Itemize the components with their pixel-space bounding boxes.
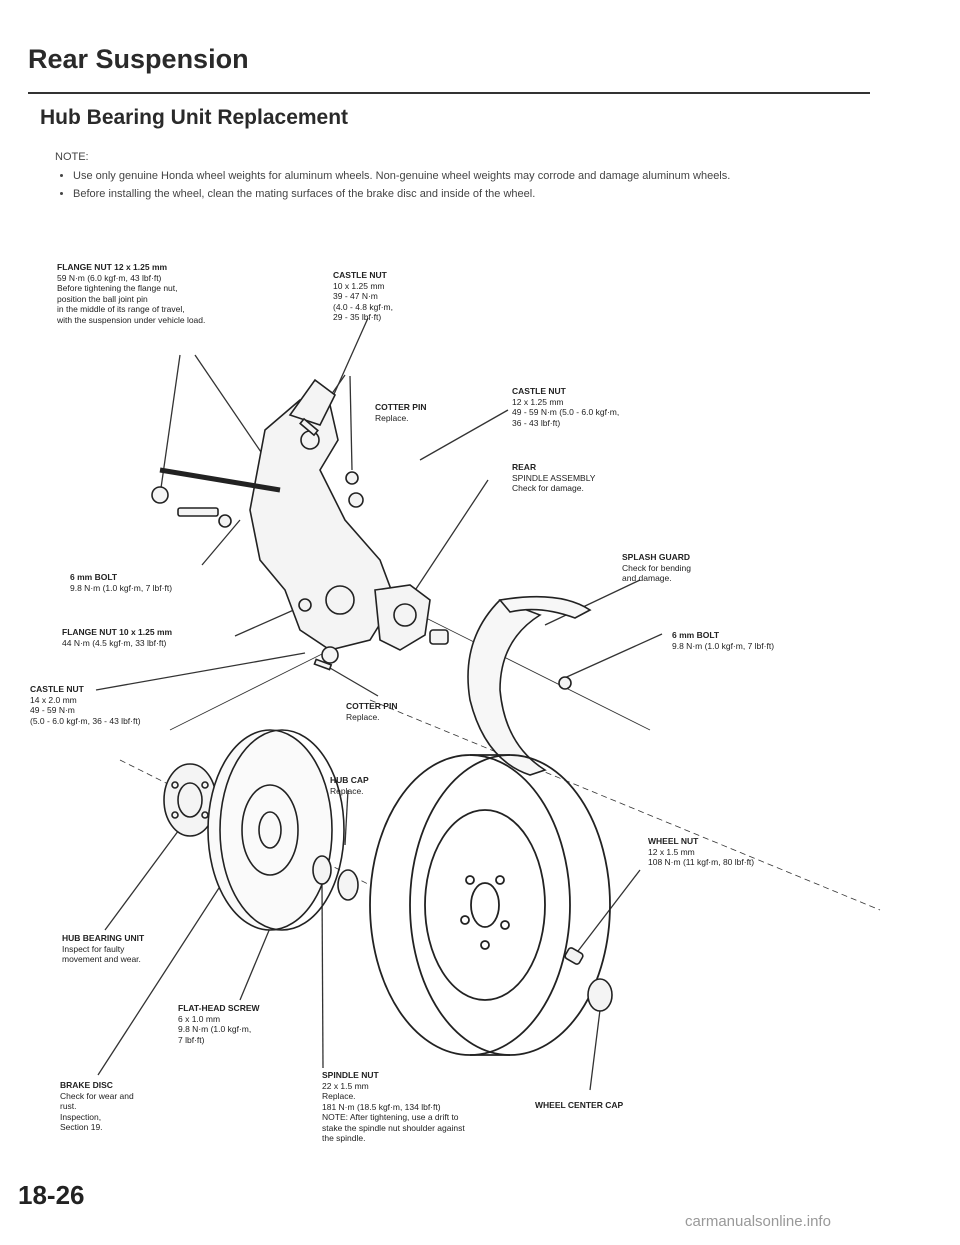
section-title: Rear Suspension: [28, 44, 249, 74]
label-flange-nut-10: FLANGE NUT 10 x 1.25 mm 44 N·m (4.5 kgf·…: [62, 627, 173, 648]
label-bolt-6-left: 6 mm BOLT 9.8 N·m (1.0 kgf·m, 7 lbf·ft): [70, 572, 173, 593]
label-castle-nut-14: CASTLE NUT 14 x 2.0 mm 49 - 59 N·m (5.0 …: [30, 684, 141, 726]
label-spindle-nut: SPINDLE NUT 22 x 1.5 mm Replace. 181 N·m…: [322, 1070, 465, 1143]
label-hub-cap: HUB CAP Replace.: [330, 775, 369, 796]
label-splash-guard: SPLASH GUARD Check for bending and damag…: [622, 552, 691, 583]
note-item: Use only genuine Honda wheel weights for…: [73, 169, 855, 184]
section-divider: [28, 92, 870, 94]
note-block: NOTE: Use only genuine Honda wheel weigh…: [55, 150, 855, 205]
label-hub-bearing-unit: HUB BEARING UNIT Inspect for faulty move…: [62, 933, 145, 964]
page-title: Hub Bearing Unit Replacement: [40, 106, 349, 129]
page-number: 18-26: [18, 1180, 85, 1210]
label-spindle-assembly: REAR SPINDLE ASSEMBLY Check for damage.: [512, 462, 596, 493]
label-castle-nut-12: CASTLE NUT 12 x 1.25 mm 49 - 59 N·m (5.0…: [512, 386, 620, 428]
label-wheel-center-cap: WHEEL CENTER CAP: [535, 1100, 624, 1110]
note-item: Before installing the wheel, clean the m…: [73, 187, 855, 202]
label-cotter-pin-2: COTTER PIN Replace.: [346, 701, 398, 722]
label-bolt-6-right: 6 mm BOLT 9.8 N·m (1.0 kgf·m, 7 lbf·ft): [672, 630, 775, 651]
note-heading: NOTE:: [55, 151, 89, 163]
label-wheel-nut: WHEEL NUT 12 x 1.5 mm 108 N·m (11 kgf·m,…: [648, 836, 755, 867]
label-flat-head-screw: FLAT-HEAD SCREW 6 x 1.0 mm 9.8 N·m (1.0 …: [178, 1003, 260, 1045]
label-cotter-pin-1: COTTER PIN Replace.: [375, 402, 427, 423]
label-flange-nut-12: FLANGE NUT 12 x 1.25 mm 59 N·m (6.0 kgf·…: [57, 262, 206, 325]
label-brake-disc: BRAKE DISC Check for wear and rust. Insp…: [60, 1080, 134, 1132]
watermark: carmanualsonline.info: [685, 1213, 831, 1230]
label-castle-nut-10: CASTLE NUT 10 x 1.25 mm 39 - 47 N·m (4.0…: [333, 270, 393, 322]
